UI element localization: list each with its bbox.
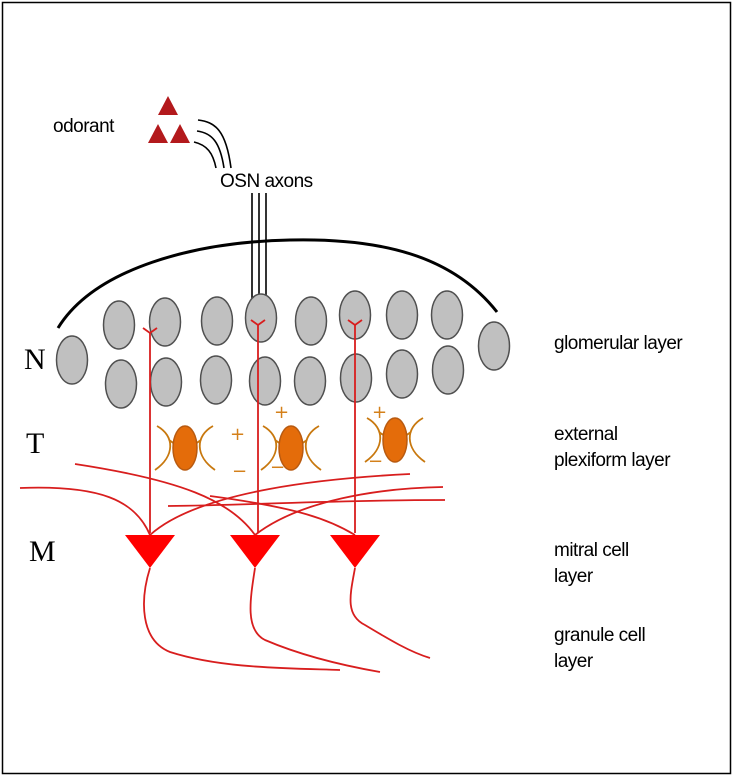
- granule-cell-label-line1: granule cell: [554, 625, 645, 646]
- osn-axon-curve: [193, 141, 217, 169]
- tufted-cell-body: [172, 425, 198, 471]
- tufted-dendrite: [198, 425, 216, 471]
- tufted-dendrite: [154, 425, 172, 471]
- mitral-cells: [19, 319, 446, 673]
- glomerulus: [199, 355, 233, 405]
- odorant-label: odorant: [53, 116, 115, 137]
- mitral-lateral-dendrite: [19, 486, 151, 536]
- glomerulus: [385, 290, 419, 340]
- osn-axons-label: OSN axons: [220, 171, 313, 192]
- glomerulus: [294, 296, 328, 346]
- glomerulus: [339, 353, 373, 403]
- excitatory-sign: +: [372, 402, 387, 423]
- mitral-lateral-dendrite: [167, 499, 446, 507]
- mitral-axon: [249, 567, 381, 673]
- mitral-lateral-dendrite: [74, 463, 256, 536]
- mitral-axon: [349, 567, 431, 659]
- inhibitory-sign: −: [232, 461, 247, 482]
- glomerular-layer-cells: [55, 290, 511, 409]
- excitatory-sign: +: [230, 424, 245, 445]
- glomerular-layer-label: glomerular layer: [554, 333, 683, 354]
- inhibitory-sign: −: [368, 451, 383, 472]
- dendritic-tuft: [142, 327, 158, 335]
- bulb-outline: [56, 238, 499, 329]
- tufted-cell-body: [382, 417, 408, 463]
- tufted-dendrite: [260, 425, 278, 471]
- mitral-cell-label-line1: mitral cell: [554, 540, 629, 561]
- tufted-dendrite: [408, 417, 426, 463]
- tufted-cell-body: [278, 425, 304, 471]
- external-plexiform-label-line1: external: [554, 424, 618, 445]
- mitral-cell-label-line2: layer: [554, 566, 594, 587]
- layer-letter-t: T: [26, 427, 44, 460]
- glomerulus: [149, 357, 183, 407]
- glomerulus: [55, 335, 89, 385]
- mitral-axon: [143, 567, 341, 671]
- layer-letter-n: N: [24, 343, 46, 376]
- odorant-molecules: [148, 96, 190, 143]
- mitral-cell-body: [125, 535, 175, 568]
- external-plexiform-label-line2: plexiform layer: [554, 450, 671, 471]
- mitral-lateral-dendrite: [254, 486, 444, 536]
- inhibitory-sign: −: [270, 457, 285, 478]
- mitral-lateral-dendrite: [209, 495, 356, 536]
- odorant-triangle: [158, 96, 178, 115]
- dendritic-tuft: [347, 319, 363, 327]
- glomerulus: [385, 349, 419, 399]
- glomerulus: [477, 321, 511, 371]
- layer-letter-m: M: [29, 535, 56, 568]
- glomerulus: [431, 345, 465, 395]
- odorant-triangle: [148, 124, 168, 143]
- glomerulus: [244, 293, 278, 343]
- glomerulus: [430, 290, 464, 340]
- granule-cell-label-line2: layer: [554, 651, 594, 672]
- glomerulus: [248, 356, 282, 406]
- mitral-cell-body: [230, 535, 280, 568]
- tufted-dendrite: [364, 417, 382, 463]
- glomerulus: [293, 356, 327, 406]
- osn-axons: [193, 119, 267, 305]
- glomerulus: [200, 296, 234, 346]
- glomerulus: [148, 297, 182, 347]
- osn-axon-curve: [196, 130, 225, 169]
- glomerulus: [102, 300, 136, 350]
- excitatory-sign: +: [274, 402, 289, 423]
- dendritic-tuft: [250, 319, 266, 327]
- odorant-triangle: [170, 124, 190, 143]
- mitral-lateral-dendrite: [149, 473, 411, 536]
- glomerulus: [104, 359, 138, 409]
- osn-axon-curve: [197, 119, 232, 169]
- tufted-cells: + − + − + −: [154, 402, 426, 482]
- tufted-dendrite: [304, 425, 322, 471]
- mitral-cell-body: [330, 535, 380, 568]
